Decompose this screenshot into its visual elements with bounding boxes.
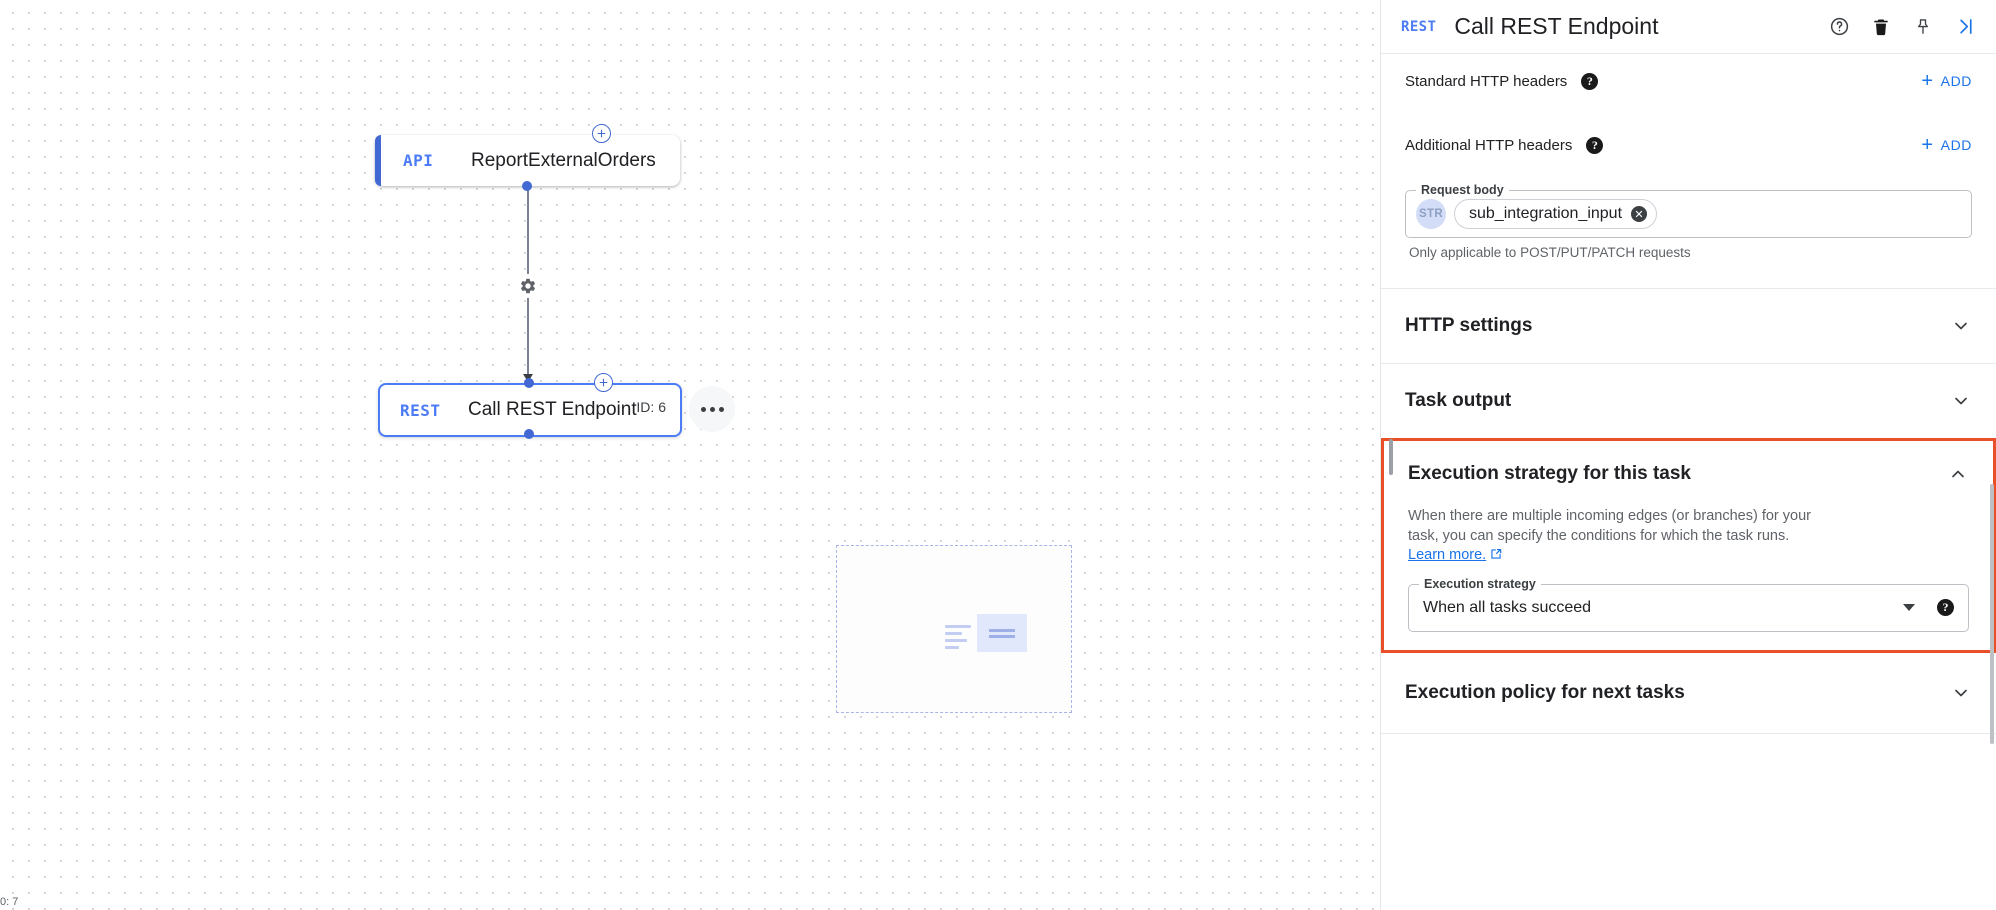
plus-icon: +	[1921, 70, 1934, 92]
section-title: Task output	[1405, 390, 1512, 411]
variable-type-badge: STR	[1416, 199, 1446, 229]
remove-chip-icon[interactable]: ✕	[1631, 206, 1648, 222]
node-accent-bar	[375, 135, 381, 186]
delete-icon[interactable]	[1864, 10, 1898, 44]
plus-icon	[597, 129, 606, 138]
canvas-minimap[interactable]	[836, 545, 1072, 713]
section-execution-strategy-header[interactable]: Execution strategy for this task	[1384, 441, 1993, 507]
panel-type-badge: REST	[1401, 18, 1437, 35]
inner-scrollbar-thumb[interactable]	[1389, 439, 1393, 475]
add-label: ADD	[1940, 73, 1972, 89]
gear-icon	[520, 278, 536, 294]
canvas-zoom-label: 0: 7	[0, 896, 19, 908]
minimap-bar	[945, 639, 967, 642]
section-title: Execution policy for next tasks	[1405, 681, 1685, 703]
add-additional-http-header-button[interactable]: + ADD	[1921, 135, 1972, 155]
add-node-button-rest[interactable]	[594, 373, 613, 392]
minimap-viewport[interactable]	[977, 614, 1027, 652]
standard-http-headers-label: Standard HTTP headers	[1405, 72, 1568, 90]
chevron-down-icon	[1950, 682, 1972, 704]
node-more-options-button[interactable]	[689, 386, 735, 432]
panel-header: REST Call REST Endpoint	[1381, 0, 1996, 54]
section-title: HTTP settings	[1405, 315, 1533, 336]
edge-settings-gear[interactable]	[516, 274, 540, 298]
minimap-bar	[945, 625, 971, 628]
section-http-settings[interactable]: HTTP settings	[1381, 289, 1996, 363]
node-rest-input-port[interactable]	[524, 378, 534, 388]
standard-http-headers-row: Standard HTTP headers ? + ADD	[1381, 58, 1996, 104]
node-report-external-orders[interactable]: API ReportExternalOrders	[375, 135, 680, 186]
external-link-icon[interactable]	[1489, 547, 1503, 568]
standard-http-headers-help-icon[interactable]: ?	[1581, 72, 1599, 90]
pin-icon[interactable]	[1906, 10, 1940, 44]
additional-http-headers-label: Additional HTTP headers	[1405, 136, 1573, 154]
request-body-hint: Only applicable to POST/PUT/PATCH reques…	[1409, 245, 1691, 260]
section-task-output[interactable]: Task output	[1381, 364, 1996, 438]
section-execution-policy[interactable]: Execution policy for next tasks	[1381, 653, 1996, 733]
request-body-variable-chip[interactable]: sub_integration_input ✕	[1454, 199, 1658, 229]
dot	[709, 406, 715, 412]
node-type-badge: API	[403, 151, 434, 170]
divider	[1381, 363, 1996, 364]
execution-strategy-value: When all tasks succeed	[1423, 598, 1592, 616]
add-node-button-api[interactable]	[592, 124, 611, 143]
dot	[700, 406, 706, 412]
help-icon[interactable]	[1822, 10, 1856, 44]
node-api-output-port[interactable]	[522, 181, 532, 191]
section-execution-strategy[interactable]: Execution strategy for this task When th…	[1381, 438, 1996, 653]
execution-strategy-legend: Execution strategy	[1419, 576, 1541, 591]
plus-icon	[599, 378, 608, 387]
chip-label: sub_integration_input	[1469, 205, 1623, 222]
chevron-down-icon	[1950, 390, 1972, 412]
node-label: Call REST Endpoint	[468, 399, 637, 420]
request-body-field[interactable]: Request body STR sub_integration_input ✕	[1405, 183, 1972, 238]
execution-strategy-help-icon[interactable]: ?	[1937, 599, 1954, 617]
request-body-legend: Request body	[1416, 183, 1509, 197]
additional-http-headers-help-icon[interactable]: ?	[1586, 136, 1604, 154]
task-config-panel: REST Call REST Endpoint	[1380, 0, 1996, 910]
divider	[1381, 288, 1996, 289]
node-type-badge: REST	[400, 400, 441, 420]
execution-strategy-select[interactable]: Execution strategy When all tasks succee…	[1408, 576, 1969, 632]
panel-scrollbar-thumb[interactable]	[1990, 484, 1994, 744]
additional-http-headers-row: Additional HTTP headers ? + ADD	[1381, 122, 1996, 168]
node-rest-output-port[interactable]	[524, 429, 534, 439]
minimap-bar	[945, 632, 962, 635]
description-line-2: you can specify the conditions for which…	[1442, 527, 1790, 544]
chevron-up-icon	[1947, 463, 1969, 485]
section-title: Execution strategy for this task	[1408, 463, 1691, 484]
workflow-canvas[interactable]: API ReportExternalOrders REST Call REST …	[0, 0, 1380, 910]
panel-body: Standard HTTP headers ? + ADD Additional…	[1381, 54, 1996, 910]
plus-icon: +	[1921, 134, 1934, 156]
node-label: ReportExternalOrders	[471, 149, 656, 171]
learn-more-link[interactable]: Learn more.	[1408, 547, 1487, 564]
dot	[718, 406, 724, 412]
chevron-down-icon	[1950, 315, 1972, 337]
description-line-1: When there are multiple incoming edges (…	[1408, 508, 1811, 544]
chevron-down-icon[interactable]	[1903, 604, 1915, 612]
add-standard-http-header-button[interactable]: + ADD	[1921, 71, 1972, 91]
minimap-bar	[945, 646, 959, 649]
execution-strategy-description: When there are multiple incoming edges (…	[1384, 507, 1854, 568]
node-id-label: ID: 6	[636, 399, 666, 415]
add-label: ADD	[1940, 137, 1972, 153]
divider	[1381, 732, 1996, 734]
page-title: Call REST Endpoint	[1454, 13, 1659, 39]
collapse-panel-icon[interactable]	[1948, 10, 1982, 44]
